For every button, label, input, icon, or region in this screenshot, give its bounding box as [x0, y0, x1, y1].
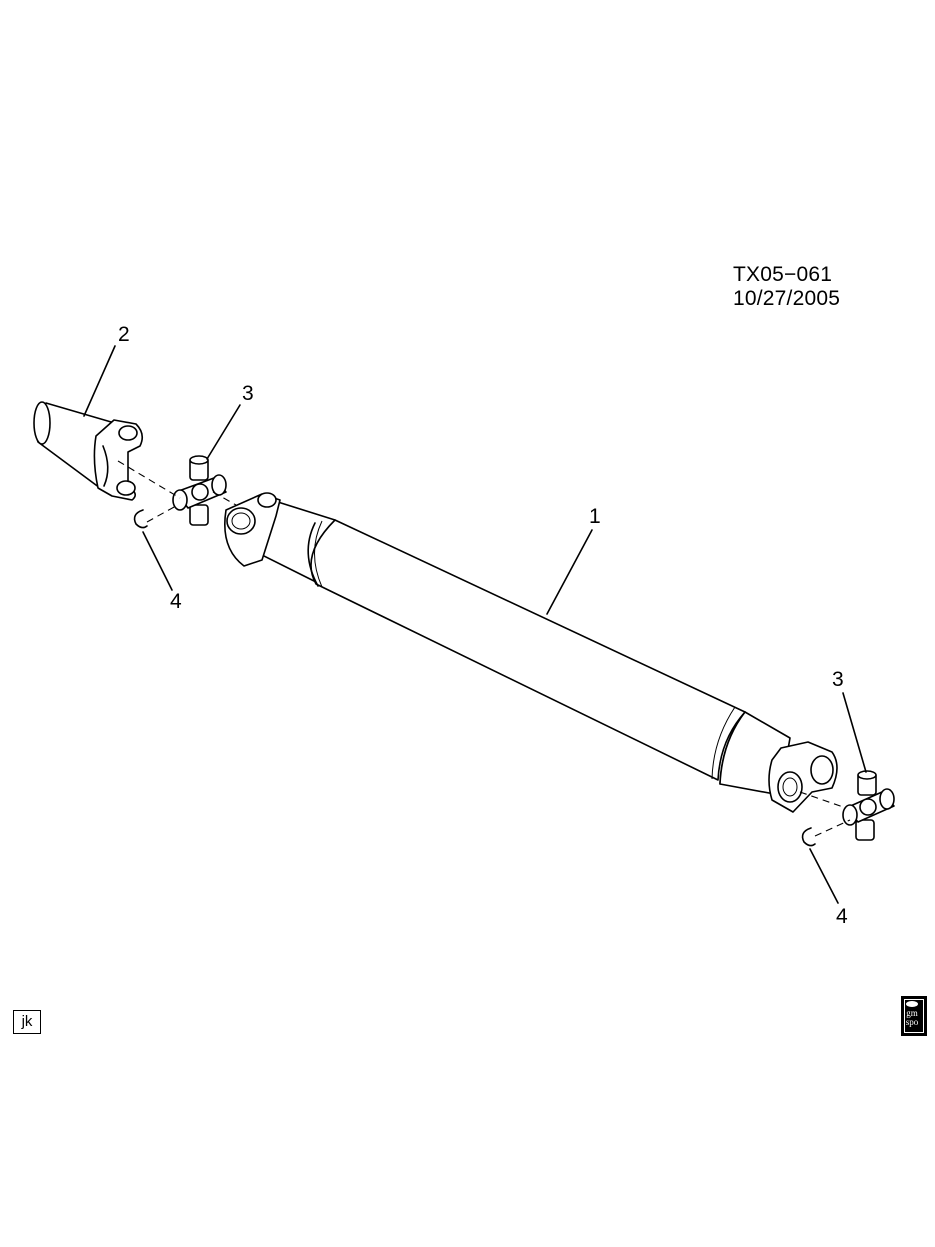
leader-lines	[83, 345, 867, 904]
retaining-ring-rear	[801, 827, 816, 847]
logo-border	[904, 999, 924, 1033]
universal-joint-rear	[842, 770, 895, 841]
logo-oval-icon	[906, 1001, 918, 1007]
callout-4-front: 4	[170, 590, 182, 613]
callout-3-front: 3	[242, 382, 254, 405]
gm-spo-logo: gm spo	[901, 996, 927, 1036]
assembly-lines	[117, 460, 851, 837]
artist-initials-box: jk	[13, 1010, 41, 1034]
slip-yoke	[33, 401, 144, 501]
callout-1: 1	[589, 505, 601, 528]
callout-4-rear: 4	[836, 905, 848, 928]
propeller-shaft	[224, 492, 838, 813]
illustration-reference-id: TX05−061 10/27/2005	[733, 263, 841, 310]
callout-2: 2	[118, 323, 130, 346]
callout-3-rear: 3	[832, 668, 844, 691]
universal-joint-front	[172, 455, 227, 526]
logo-text: gm spo	[905, 1008, 919, 1027]
retaining-ring-front	[133, 509, 148, 529]
